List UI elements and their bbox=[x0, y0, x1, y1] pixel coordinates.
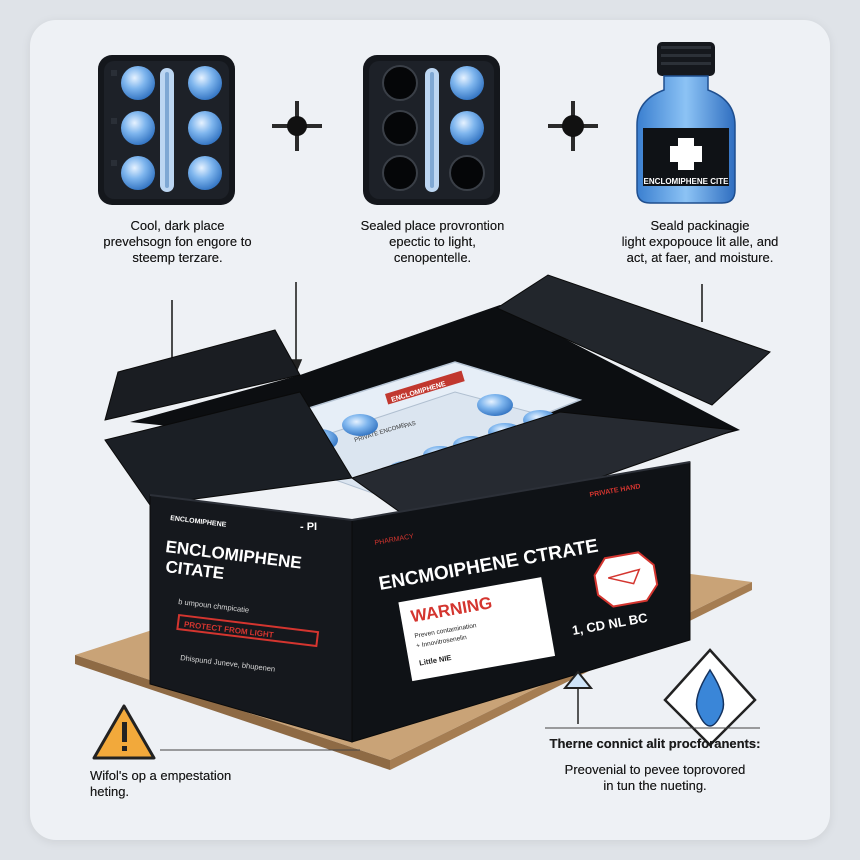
caption-right: Seald packinagie light expopouce lit all… bbox=[621, 218, 779, 265]
blister-pack-left bbox=[98, 55, 235, 205]
caption-left: Cool, dark place prevehsogn fon engore t… bbox=[103, 218, 252, 265]
bottle-label: ENCLOMIPHENE CITE bbox=[644, 177, 730, 186]
hazard-icon bbox=[593, 551, 659, 608]
caption-bottom-right: Preovenial to pevee toprovored in tun th… bbox=[564, 762, 746, 793]
caption-bottom-left: Wifol's op a empestation heting. bbox=[90, 768, 232, 799]
drop-sensor-icon bbox=[562, 670, 594, 724]
plus-icon bbox=[548, 101, 598, 151]
left-tag: - PI bbox=[300, 521, 317, 533]
medicine-bottle: ENCLOMIPHENE CITE bbox=[636, 42, 736, 204]
blister-pack-middle bbox=[363, 55, 500, 205]
plus-icon bbox=[272, 101, 322, 151]
blister-tiny: PAS bbox=[404, 421, 417, 430]
shipping-box: ENCLOMIPHENE PRIVATE ENCOME PAS ENCLOMIP… bbox=[104, 274, 771, 743]
warning-triangle-icon bbox=[92, 704, 360, 760]
caption-bottom-right-title: Therne connict alit procforanents: bbox=[549, 736, 761, 751]
warning-label: WARNING Preven contamination + Innovitro… bbox=[398, 577, 556, 682]
water-drop-icon bbox=[663, 648, 757, 747]
caption-middle: Sealed place provrontion epectic to ligh… bbox=[360, 218, 505, 265]
